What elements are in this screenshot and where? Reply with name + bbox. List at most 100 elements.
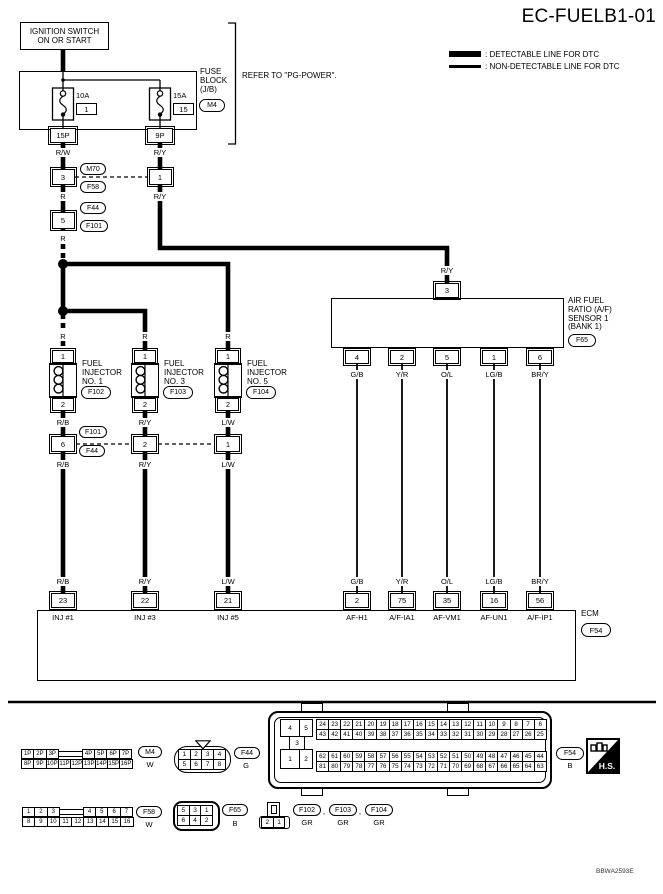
coil-loop [218, 383, 229, 394]
sensor-label-line: SENSOR 1 [568, 313, 609, 323]
ecm-terminal-name: AF-VM1 [433, 613, 461, 622]
injector3-body [131, 363, 159, 398]
ecm-key-cell-4: 4 [280, 719, 300, 737]
sensor-label-line: (BANK 1) [568, 322, 602, 332]
injector-connector-tab-inner [270, 805, 277, 814]
connector-color-b: B [566, 761, 574, 770]
connector-3: 3 [48, 166, 78, 188]
coil-loop [135, 383, 146, 394]
wire-label-rb: R/B [55, 460, 71, 469]
page-title: EC-FUELB1-01 [521, 6, 656, 27]
wire-label-r: R [59, 332, 67, 341]
wire-label-ry: R/Y [137, 577, 153, 586]
pin-cell: 11P [57, 759, 72, 769]
ecm-key-cell-5: 5 [299, 719, 313, 737]
af-sensor-box [331, 298, 564, 348]
wire-label-ry: R/Y [152, 192, 168, 201]
wire-injectors-to-ecm [60, 448, 231, 596]
ecm-terminal-35: 35 [432, 590, 462, 611]
connector-link-dashes [75, 176, 215, 445]
ecm-box [37, 610, 576, 681]
connector-ref-f103: F103 [163, 386, 193, 399]
pin-cell: 2P [33, 749, 47, 759]
wire-label-ry: R/Y [137, 418, 153, 427]
connector-1-right: 1 [145, 166, 175, 188]
fuse-1-number: 1 [76, 103, 97, 115]
f65-connector-outline [173, 801, 220, 831]
pin-cell: 14P [94, 759, 109, 769]
legend-non-detectable-label: : NON-DETECTABLE LINE FOR DTC [485, 62, 620, 71]
connector-color-w: W [145, 760, 155, 769]
fuse-1-bottom-contact [60, 112, 66, 117]
wire-branch-injector3 [63, 308, 148, 350]
injector-label-line: NO. 5 [247, 376, 268, 386]
pin-cell: 15 [108, 817, 122, 827]
pin-cell: 12P [70, 759, 84, 769]
fuse-block-box [19, 71, 197, 130]
pin-cell: 13P [82, 759, 96, 769]
injector-label-line: INJECTOR [164, 367, 204, 377]
pin-cell: 7P [118, 749, 133, 759]
connector-ref-f58: F58 [80, 181, 106, 193]
connector-color-g: G [242, 761, 250, 770]
pin-cell: 8 [22, 817, 36, 827]
sensor-pin-6: 6 [525, 347, 555, 367]
connector-ref-f44: F44 [80, 202, 106, 214]
connector-ref-m4: M4 [199, 99, 225, 112]
injector1-label: FUEL INJECTOR NO. 1 [82, 359, 122, 386]
sensor-pin-3: 3 [432, 280, 462, 301]
fuse-block-bracket [228, 22, 237, 145]
pin-cell: 3 [46, 807, 60, 817]
connector-ref-f102: F102 [81, 386, 111, 399]
wire-ry-to-sensor [157, 182, 450, 285]
wire-label-yr: Y/R [394, 370, 410, 379]
fuse-block-labels: FUSE BLOCK (J/B) [200, 67, 227, 94]
injector3-label: FUEL INJECTOR NO. 3 [164, 359, 204, 386]
ecm-terminal-16: 16 [479, 590, 509, 611]
injector5-pin-top: 1 [214, 347, 242, 366]
injector5-label: FUEL INJECTOR NO. 5 [247, 359, 287, 386]
pin-cell: 10P [45, 759, 59, 769]
connector-ref-f101: F101 [80, 220, 108, 232]
junction-dot [58, 259, 68, 269]
ecm-key-cell-1: 1 [280, 749, 300, 769]
pin-cell: 7 [119, 807, 134, 817]
injector5-pin-bottom: 2 [214, 395, 242, 414]
ecm-terminal-23: 23 [48, 590, 78, 611]
ignition-line2: ON OR START [37, 36, 92, 45]
pin-cell: 10 [46, 817, 60, 827]
junction-dot [58, 306, 68, 316]
wire-label-bry: BR/Y [530, 370, 550, 379]
pin-cell: 25 [533, 729, 547, 740]
wire-branch-injector5 [63, 261, 231, 350]
pin-cell: 16 [120, 817, 134, 827]
fuse-block-internal-wires [62, 72, 161, 129]
ecm-terminal-2: 2 [342, 590, 372, 611]
wire-label-ol: O/L [439, 577, 455, 586]
ecm-terminal-75: 75 [387, 590, 417, 611]
pin-9p: 9P [144, 125, 176, 146]
pin-cell: 3P [45, 749, 59, 759]
pin-cell: 16P [119, 759, 133, 769]
wire-label-gb: G/B [349, 370, 365, 379]
wire-label-ry: R/Y [152, 148, 168, 157]
wire-label-ry: R/Y [137, 460, 153, 469]
af-sensor-label: AIR FUEL RATIO (A/F) SENSOR 1 (BANK 1) [568, 296, 612, 332]
injector-label-line: NO. 3 [164, 376, 185, 386]
ecm-terminal-name: AF-H1 [346, 613, 368, 622]
wire-label-lgb: LG/B [484, 577, 504, 586]
refer-note: REFER TO "PG-POWER". [242, 71, 337, 80]
sensor-pin-5: 5 [432, 347, 462, 367]
wire-label-ry: R/Y [439, 266, 455, 275]
hs-label: H.S. [599, 761, 616, 771]
pin-cell: 6 [107, 807, 121, 817]
wire-label-r: R [141, 332, 149, 341]
pin-cell: 9P [33, 759, 47, 769]
injector-coils [53, 362, 229, 398]
wire-label-r: R [59, 234, 67, 243]
pin-cell: 4P [81, 749, 96, 759]
